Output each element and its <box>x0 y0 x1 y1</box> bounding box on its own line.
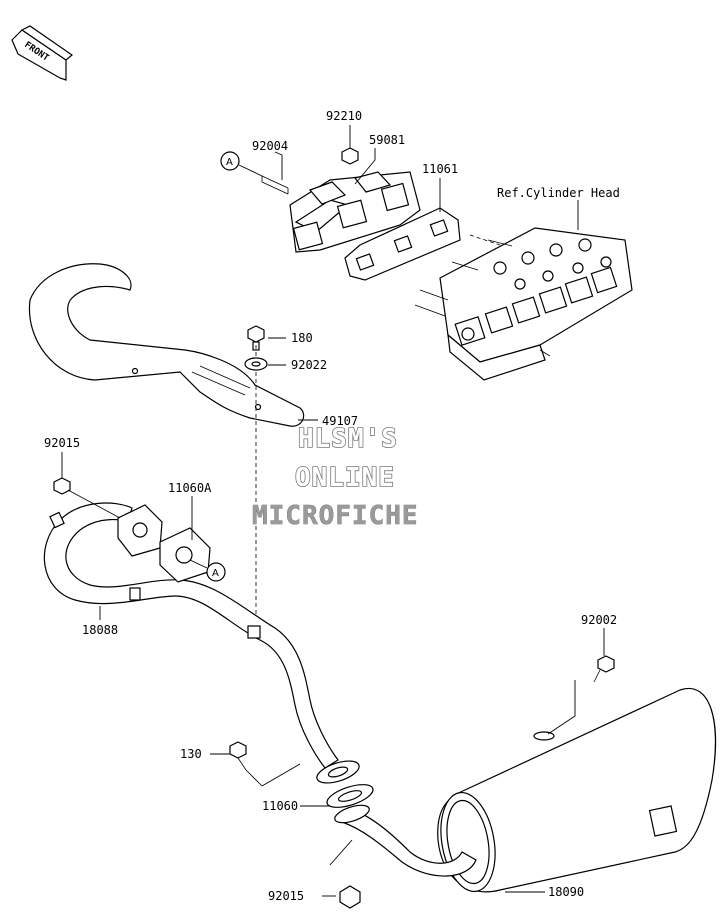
label-92015-bottom: 92015 <box>268 889 304 903</box>
exhaust-manifold-drawing <box>289 171 421 253</box>
label-92210: 92210 <box>326 109 362 123</box>
gasket-11061 <box>344 207 461 281</box>
label-92022: 92022 <box>291 358 327 372</box>
front-direction-marker: FRONT <box>11 25 73 81</box>
nut-92210 <box>341 147 359 165</box>
svg-text:A: A <box>212 568 219 579</box>
cylinder-head-drawing <box>414 227 633 381</box>
bolt-92002 <box>593 655 615 683</box>
label-92015-top: 92015 <box>44 436 80 450</box>
label-18090: 18090 <box>548 885 584 899</box>
label-11061: 11061 <box>422 162 458 176</box>
nut-92015-bottom <box>339 885 361 909</box>
label-130: 130 <box>180 747 202 761</box>
label-92002: 92002 <box>581 613 617 627</box>
washer-92022 <box>244 357 268 371</box>
label-59081: 59081 <box>369 133 405 147</box>
watermark-line-1: HLSM'S <box>298 424 398 454</box>
svg-text:A: A <box>226 157 233 168</box>
label-180: 180 <box>291 331 313 345</box>
flange-and-gasket-11060 <box>316 760 374 808</box>
gasket-11060A <box>159 527 211 583</box>
leader-lines <box>61 125 605 897</box>
watermark-line-2: ONLINE <box>295 463 395 493</box>
bolt-130 <box>229 741 263 787</box>
label-49107: 49107 <box>322 414 358 428</box>
nut-92015-top <box>53 477 121 519</box>
label-18088: 18088 <box>82 623 118 637</box>
watermark: HLSM'S ONLINE MICROFICHE <box>252 423 419 531</box>
label-92004: 92004 <box>252 139 288 153</box>
exhaust-pipe-18088 <box>43 502 339 769</box>
alignment-line-3 <box>469 234 501 246</box>
stud-bolt-92004 <box>261 175 289 195</box>
bracket-49107 <box>28 263 305 427</box>
label-11060: 11060 <box>262 799 298 813</box>
label-ref-cylinder-head: Ref.Cylinder Head <box>497 186 620 200</box>
callout-a-bottom: A <box>189 559 226 582</box>
callout-a-top: A <box>220 151 263 177</box>
muffler-18090 <box>334 687 717 893</box>
label-11060A: 11060A <box>168 481 212 495</box>
watermark-line-3: MICROFICHE <box>252 501 419 531</box>
